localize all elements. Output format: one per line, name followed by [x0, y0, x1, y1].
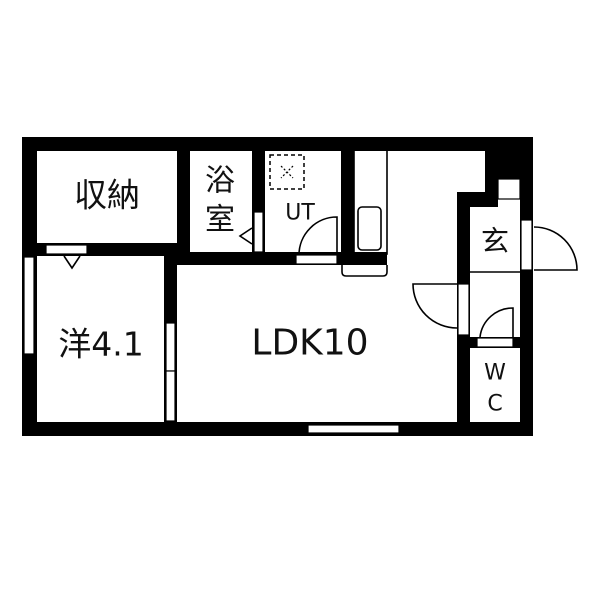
- bath-door-opening: [253, 211, 264, 253]
- entry-door-opening: [520, 219, 533, 271]
- room-label-ldk: LDK10: [251, 323, 368, 364]
- kitchen-counter: [341, 149, 388, 277]
- room-label-storage: 収納: [74, 176, 140, 215]
- wc-door-opening: [476, 337, 514, 348]
- outer-walls: [22, 137, 533, 436]
- ut-door-opening: [295, 254, 338, 265]
- room-label-wc-1: W: [484, 361, 506, 386]
- door-swings: [298, 216, 578, 338]
- hall-door-swing: [412, 283, 458, 329]
- room-label-entrance: 玄: [481, 225, 509, 258]
- ut-door-swing: [298, 216, 338, 256]
- room-label-bath-1: 浴: [205, 164, 235, 199]
- storage-door-marker-icon: [63, 255, 81, 270]
- wc-door-swing: [479, 307, 514, 338]
- south-window: [307, 424, 400, 434]
- hall-door-opening: [457, 283, 470, 336]
- shoe-cabinet: [497, 178, 521, 200]
- entry-door-swing: [533, 226, 578, 271]
- room-label-western: 洋4.1: [58, 325, 143, 364]
- west-window: [23, 256, 35, 355]
- room-label-utility: UT: [285, 201, 315, 226]
- room-sliding-door-upper: [165, 322, 176, 372]
- storage-door-opening: [45, 244, 88, 255]
- room-sliding-door-lower: [165, 370, 176, 422]
- room-label-bath-2: 室: [205, 203, 235, 238]
- washer-space-icon: [269, 154, 305, 190]
- sink-icon: [357, 206, 382, 251]
- room-label-wc-2: C: [487, 392, 502, 417]
- openings: [23, 178, 533, 434]
- bath-door-marker-icon: [238, 227, 253, 245]
